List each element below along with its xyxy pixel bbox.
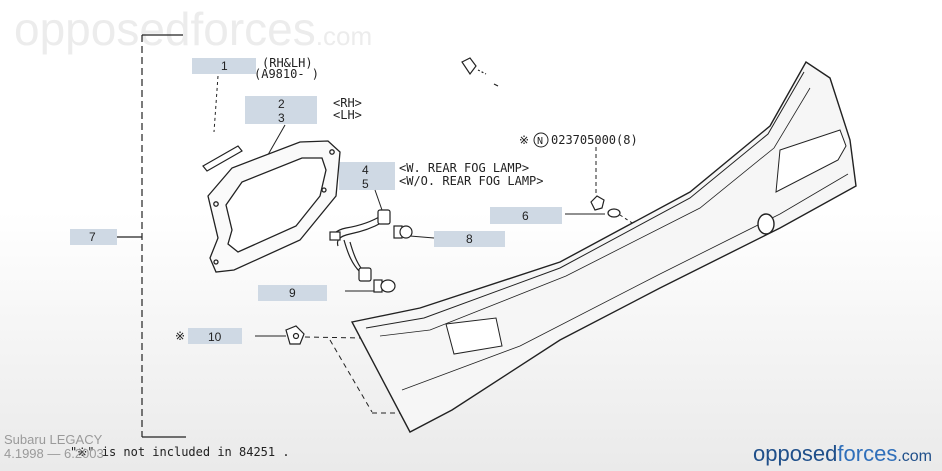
clip-part-10 bbox=[285, 325, 305, 345]
callout-box-9 bbox=[258, 285, 327, 301]
bulb-part-9 bbox=[373, 279, 396, 293]
gasket-strip-part-1 bbox=[202, 145, 243, 172]
bracket-7 bbox=[117, 34, 186, 438]
part-number: 023705000(8) bbox=[551, 133, 638, 147]
note-p4: <W. REAR FOG LAMP> bbox=[399, 161, 529, 175]
wiring-harness-part-4-5 bbox=[329, 209, 391, 282]
note-p1-range: (A9810- ) bbox=[254, 67, 319, 81]
brand-logo: opposedforces.com bbox=[752, 441, 932, 466]
note-p1-side: (RH&LH) bbox=[262, 56, 313, 70]
lamp-housing-part-2-3 bbox=[207, 140, 341, 273]
callout-box-4 bbox=[339, 162, 395, 176]
note-p10-mark: ※ bbox=[175, 329, 185, 343]
callout-5: 5 bbox=[362, 177, 369, 191]
callout-7: 7 bbox=[89, 230, 96, 244]
callout-boxes bbox=[70, 58, 562, 344]
vehicle-model: Subaru LEGACY bbox=[4, 432, 103, 447]
n-circle-icon: N bbox=[533, 132, 549, 148]
callout-6: 6 bbox=[522, 209, 529, 223]
vehicle-years: 4.1998 — 6.2003 bbox=[4, 446, 104, 461]
callout-box-7 bbox=[70, 229, 117, 245]
callout-9: 9 bbox=[289, 286, 296, 300]
callout-4: 4 bbox=[362, 163, 369, 177]
callout-box-3 bbox=[245, 110, 317, 124]
watermark-top: opposedforces.com bbox=[14, 3, 373, 55]
callout-box-8 bbox=[434, 231, 505, 247]
nut-part-6 bbox=[590, 195, 621, 218]
callout-box-5 bbox=[339, 176, 395, 190]
rear-garnish-panel bbox=[350, 60, 857, 433]
asterisk-mark: ※ bbox=[519, 133, 529, 147]
callout-box-2 bbox=[245, 96, 317, 110]
note-p2-side: <RH> bbox=[333, 96, 362, 110]
svg-text:N: N bbox=[537, 136, 543, 147]
bulb-part-8 bbox=[393, 225, 413, 239]
vehicle-info: Subaru LEGACY 4.1998 — 6.2003 bbox=[4, 433, 104, 461]
note-p5: <W/O. REAR FOG LAMP> bbox=[399, 174, 544, 188]
callout-box-10 bbox=[188, 328, 242, 344]
callout-1: 1 bbox=[221, 59, 228, 73]
callout-box-1 bbox=[192, 58, 256, 74]
clip-sketch bbox=[461, 57, 499, 87]
callout-3: 3 bbox=[278, 111, 285, 125]
callout-8: 8 bbox=[466, 232, 473, 246]
callout-box-6 bbox=[490, 207, 562, 224]
callout-10: 10 bbox=[208, 330, 222, 344]
footnote: "※" is not included in 84251 . bbox=[70, 445, 290, 459]
callout-2: 2 bbox=[278, 97, 285, 111]
note-p3-side: <LH> bbox=[333, 108, 362, 122]
